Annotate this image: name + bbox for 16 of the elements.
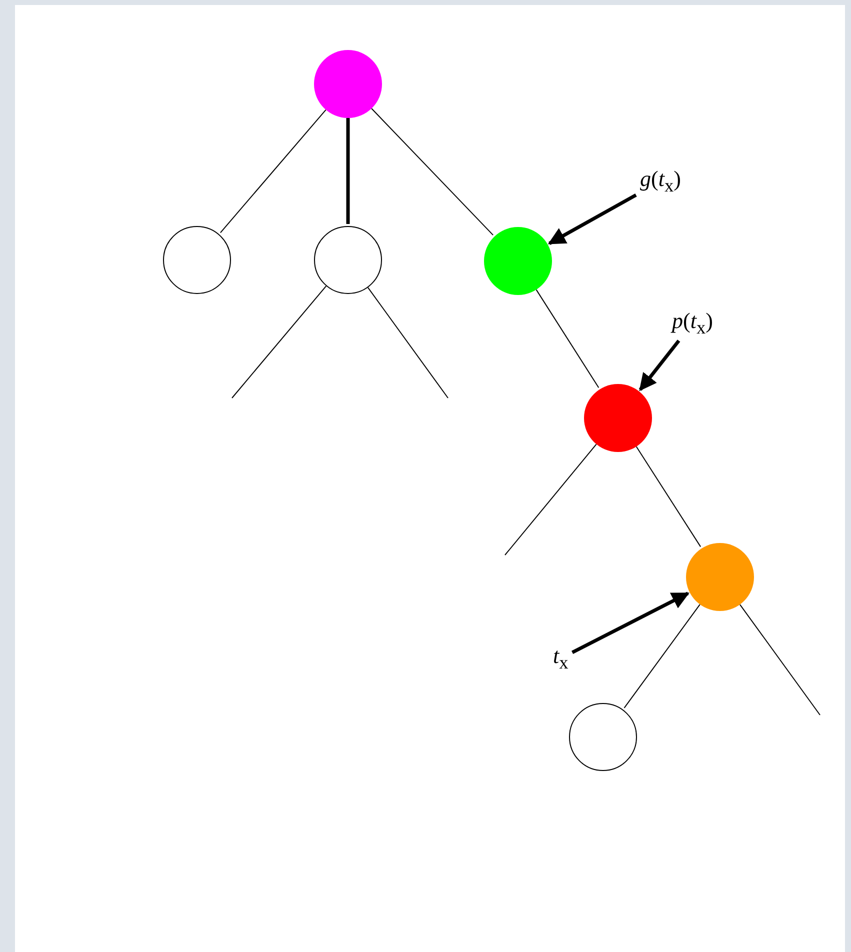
- tree-branch-line: [220, 109, 326, 234]
- tree-branch-line: [739, 604, 820, 716]
- tree-branch-line: [504, 444, 597, 556]
- tree-branch-line: [367, 287, 448, 398]
- node-label: p(t$_{x}$): [672, 310, 713, 337]
- tree-branch-line: [371, 108, 494, 236]
- tree-branch-line: [624, 604, 700, 708]
- tree-branch-line: [536, 289, 600, 388]
- node-label: t$_{x}$: [553, 645, 568, 672]
- node-label: g(t$_{x}$): [640, 168, 681, 195]
- tree-branch-line: [636, 446, 702, 548]
- pointer-arrow: [548, 194, 637, 245]
- tree-branch-line: [232, 286, 327, 398]
- tree-branch-line: [346, 118, 350, 224]
- pointer-arrow: [638, 340, 680, 392]
- pointer-arrow: [572, 592, 690, 654]
